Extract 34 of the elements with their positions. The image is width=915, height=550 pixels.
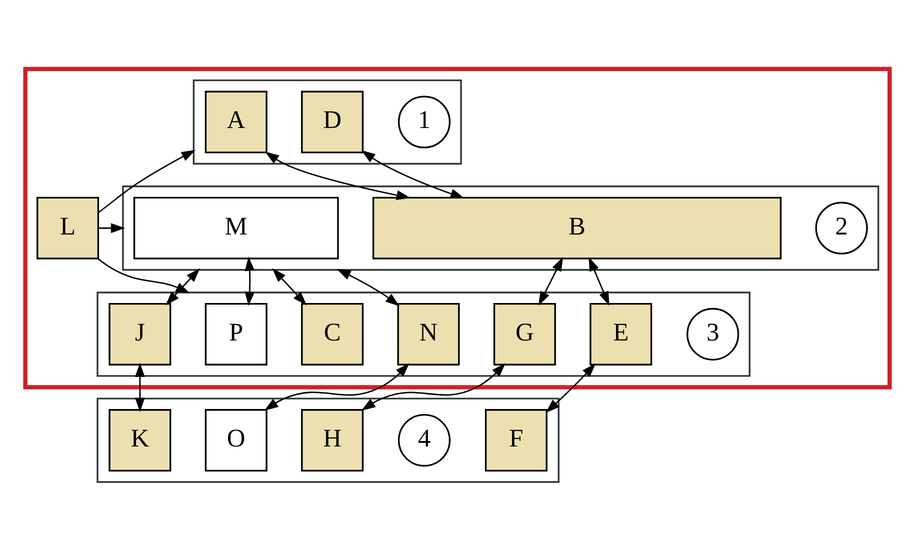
- node-box: A: [204, 90, 268, 153]
- node-box: L: [36, 196, 100, 259]
- node-box: O: [204, 408, 268, 472]
- arrow: [166, 268, 200, 305]
- arrow: [272, 268, 307, 305]
- node-box: N: [397, 302, 460, 365]
- node-box: D: [301, 90, 364, 153]
- arrow: [98, 222, 126, 233]
- node-box: B: [372, 196, 782, 259]
- arrow: [264, 150, 411, 200]
- node-box: C: [301, 302, 364, 365]
- node-box: E: [590, 302, 652, 365]
- arrow: [546, 362, 596, 412]
- arrow: [361, 150, 465, 198]
- node-box: H: [301, 408, 364, 472]
- node-circle: 2: [815, 201, 868, 254]
- node-box: M: [133, 196, 339, 259]
- cluster: [23, 66, 892, 389]
- node-circle: 4: [398, 413, 451, 466]
- node-box: J: [108, 302, 172, 365]
- node-box: G: [493, 302, 556, 365]
- arrow: [361, 362, 506, 410]
- arrow: [134, 362, 145, 412]
- arrow: [588, 256, 610, 306]
- arrow: [264, 362, 410, 410]
- node-box: P: [204, 302, 268, 365]
- node-circle: 1: [398, 95, 451, 148]
- arrow: [244, 256, 255, 306]
- arrow: [336, 268, 400, 306]
- node-box: K: [108, 408, 172, 472]
- arrow: [98, 149, 196, 212]
- node-circle: 3: [686, 307, 740, 360]
- arrow: [538, 256, 564, 306]
- node-box: F: [484, 408, 548, 472]
